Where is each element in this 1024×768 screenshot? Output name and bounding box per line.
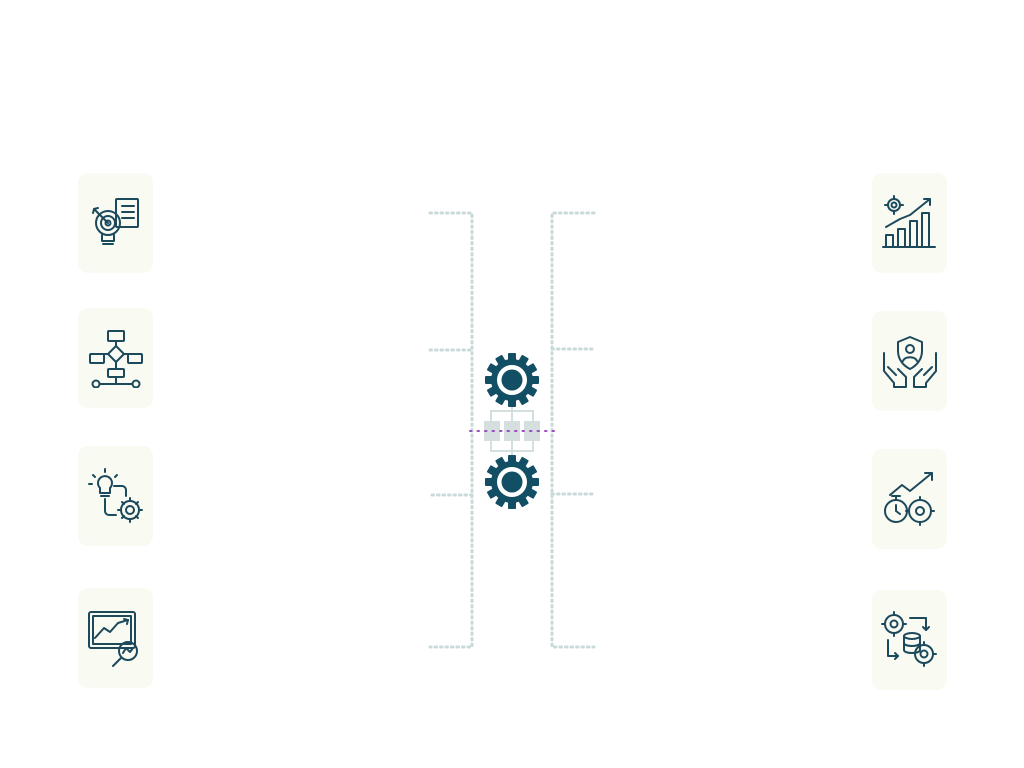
left-tile-4 xyxy=(78,588,153,688)
bottom-gear xyxy=(485,455,539,509)
right-tile-4 xyxy=(872,590,947,690)
gears-database-cycle-icon xyxy=(880,611,937,667)
right-tile-2 xyxy=(872,311,947,411)
left-tile-3 xyxy=(78,446,153,546)
top-gear xyxy=(485,353,539,407)
monitor-analytics-search-icon xyxy=(87,611,138,667)
right-tile-3 xyxy=(872,449,947,549)
left-bracket xyxy=(428,211,474,649)
hands-shield-user-icon xyxy=(882,336,937,388)
flowchart-icon xyxy=(88,330,143,388)
twin-gears-hub-icon xyxy=(469,353,555,509)
idea-gear-process-icon xyxy=(87,468,143,523)
right-bracket xyxy=(550,211,596,649)
target-bulb-checklist-icon xyxy=(91,198,139,245)
left-tile-1 xyxy=(78,173,153,273)
stopwatch-gear-growth-icon xyxy=(883,472,935,526)
left-tile-2 xyxy=(78,308,153,408)
gear-growth-bar-chart-icon xyxy=(881,195,936,248)
right-tile-1 xyxy=(872,173,947,273)
